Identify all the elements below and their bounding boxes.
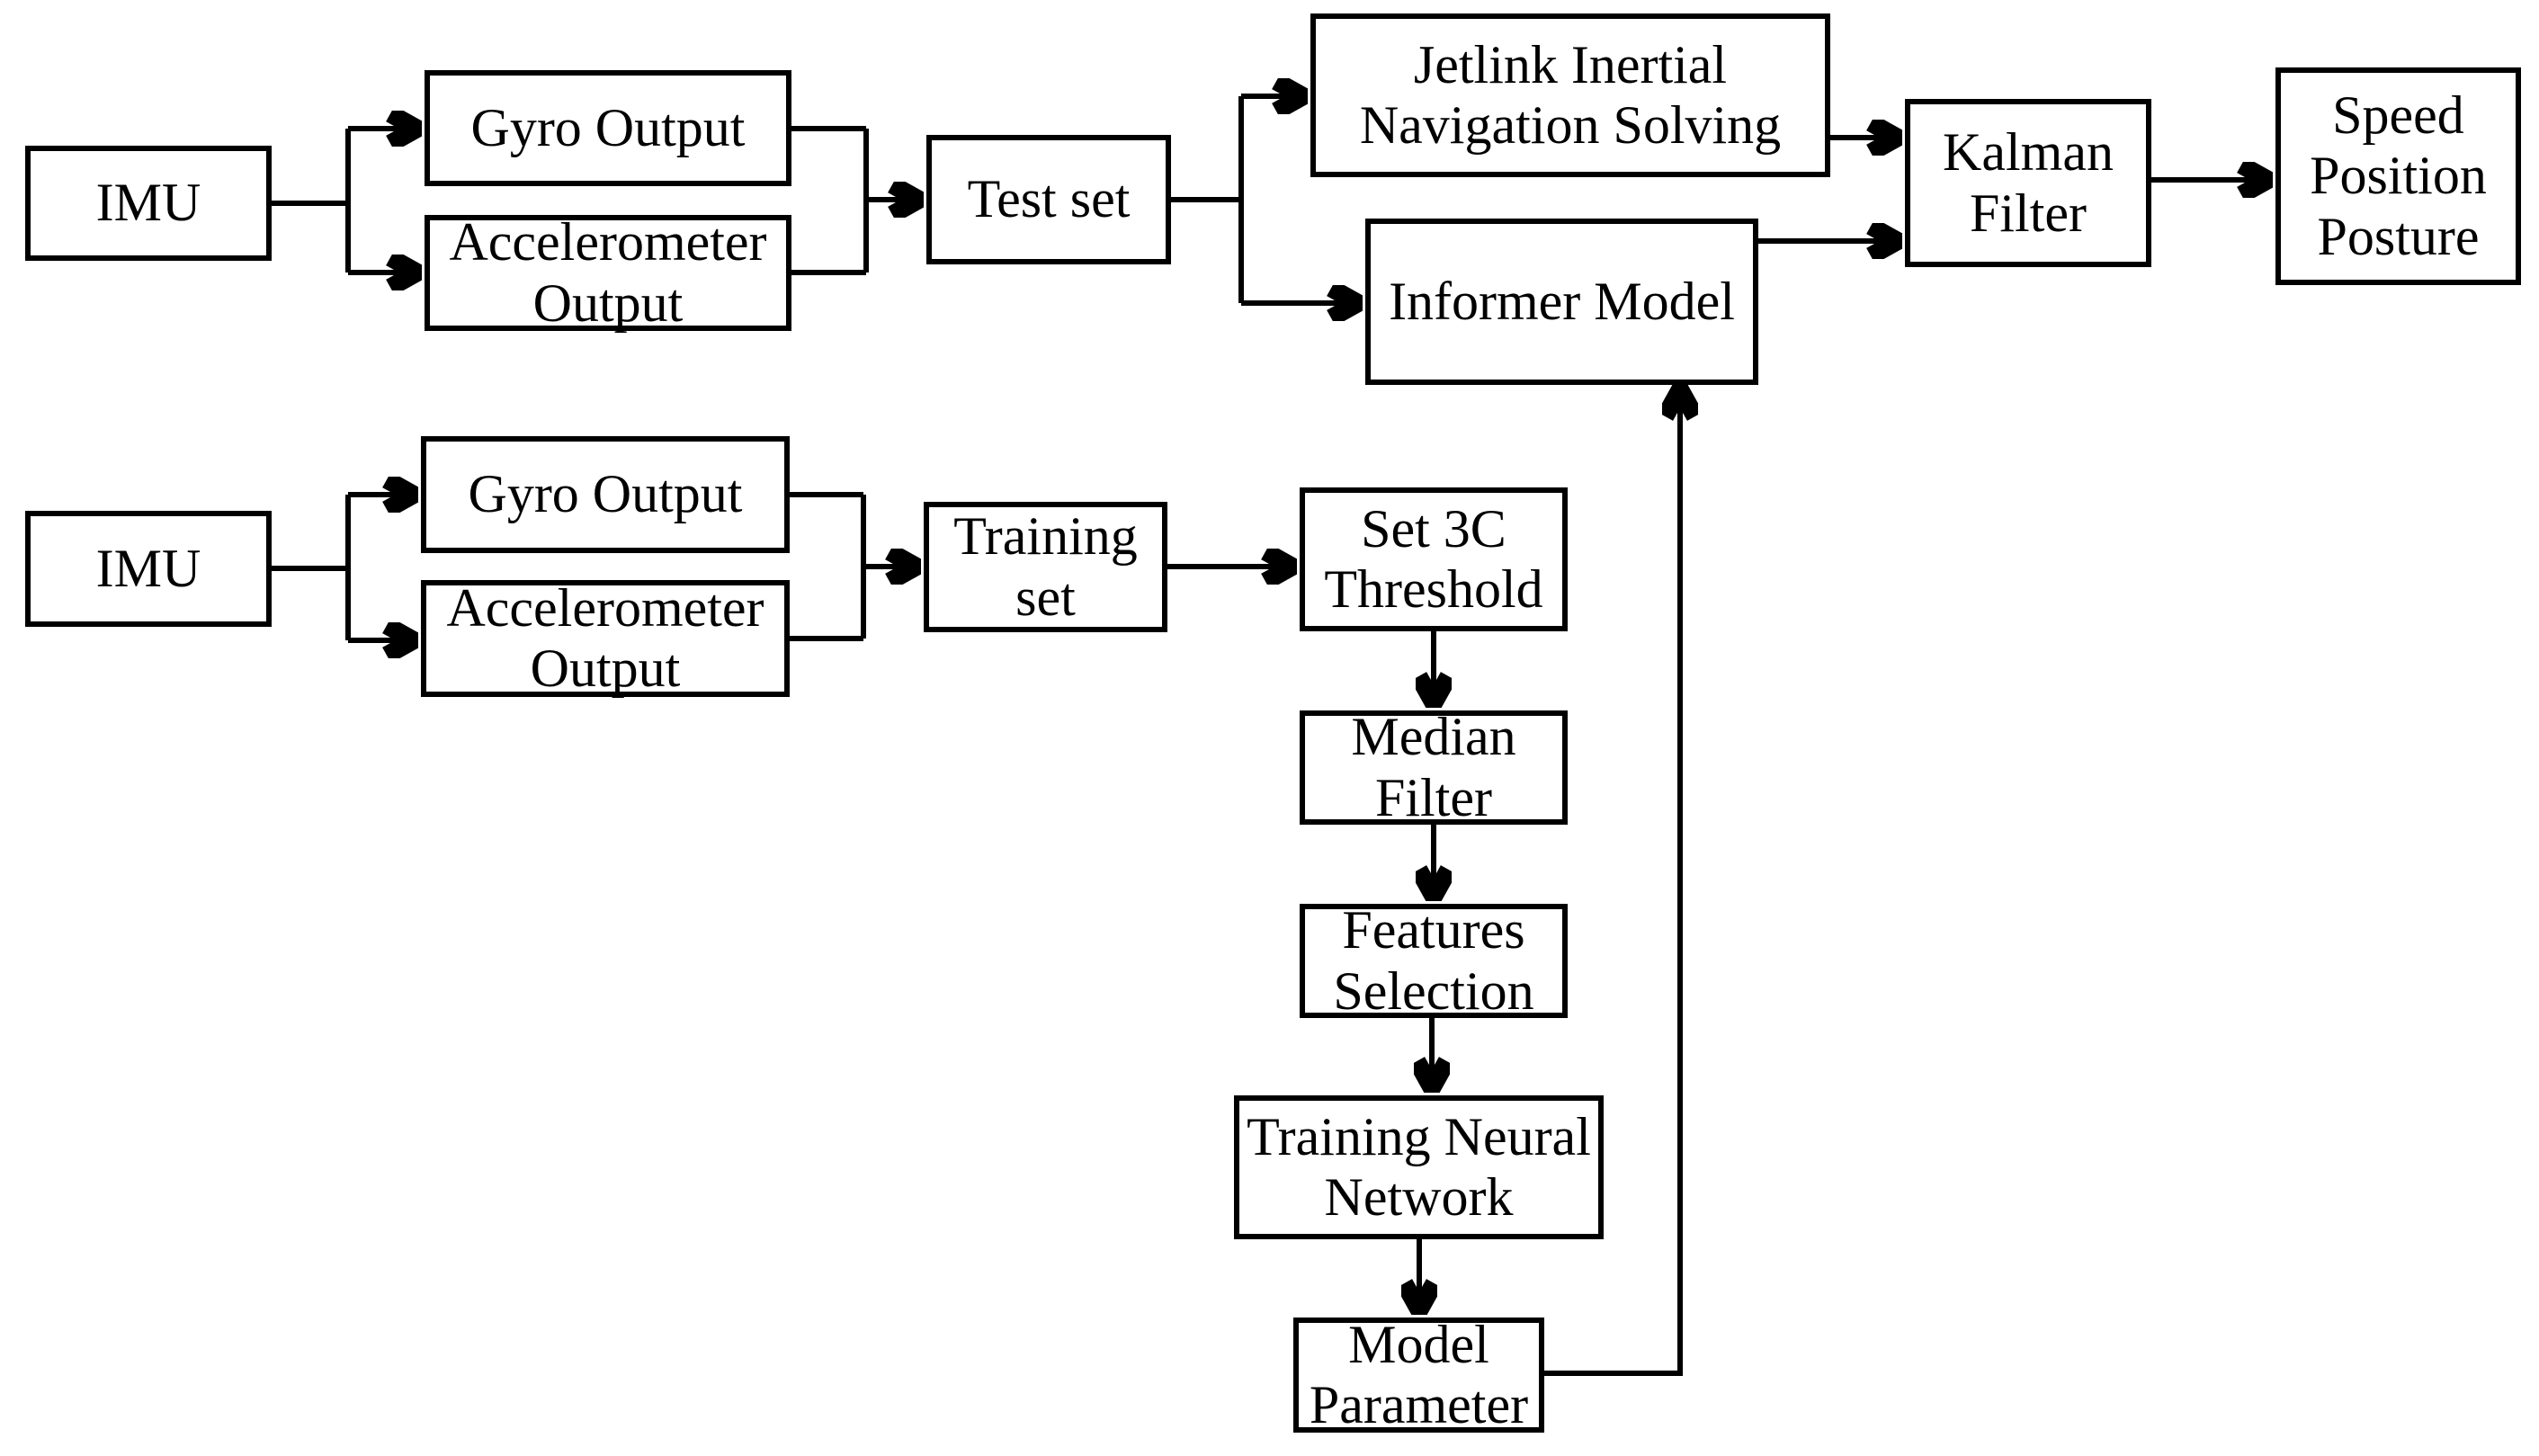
edge-gyro-accel-merge-top [791,126,869,275]
node-features-selection: Features Selection [1300,900,1568,1021]
node-gyro-output-top: Gyro Output [425,70,791,186]
node-jetlink-inertial-navigation-solving: Jetlink Inertial Navigation Solving [1310,13,1830,177]
edge-model-param-informer-feedback [1544,389,1680,1376]
node-informer-model: Informer Model [1365,219,1758,385]
node-gyro-output-bottom: Gyro Output [421,436,790,553]
node-training-neural-network: Training Neural Network [1234,1095,1604,1239]
node-accelerometer-output-top: Accelerometer Output [425,212,791,333]
node-speed-position-posture: Speed Position Posture [2275,67,2521,285]
node-accelerometer-output-bottom: Accelerometer Output [421,578,790,698]
edge-test-set-fork [1171,96,1244,303]
node-set-3c-threshold: Set 3C Threshold [1300,487,1568,631]
node-imu-top: IMU [25,146,272,261]
edge-imu-bottom-fork [272,495,351,640]
node-median-filter: Median Filter [1300,707,1568,827]
node-kalman-filter: Kalman Filter [1905,99,2151,267]
node-model-parameter: Model Parameter [1293,1315,1544,1434]
node-test-set: Test set [926,135,1171,264]
edge-gyro-accel-merge-bottom [790,492,866,641]
edge-imu-top-fork [272,129,351,272]
node-imu-bottom: IMU [25,511,272,627]
node-training-set: Training set [924,502,1167,632]
